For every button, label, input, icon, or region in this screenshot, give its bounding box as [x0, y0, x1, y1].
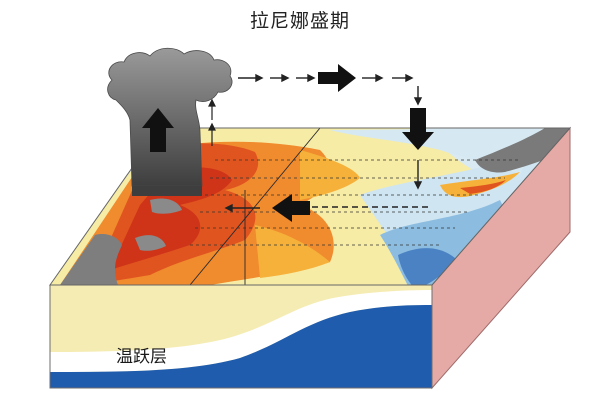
title: 拉尼娜盛期 [249, 10, 350, 32]
upper-flow-arrows [238, 73, 414, 83]
thermocline-label: 温跃层 [116, 347, 167, 367]
descending-bold-arrow [402, 108, 434, 150]
deep-cold-water [50, 305, 432, 388]
upper-flow-bold-arrow [318, 64, 356, 92]
trade-wind-small-arrow [224, 203, 260, 213]
trade-wind-bold-arrow [272, 194, 310, 222]
rising-bold-arrow [142, 108, 174, 152]
descending-dashed-arrow [413, 86, 423, 106]
convective-cloud [107, 47, 233, 196]
rising-dashed-arrows [208, 98, 216, 146]
descending-lower-dashed-arrow [413, 160, 423, 190]
thermocline-line [50, 290, 432, 372]
top-surface-outline [49, 127, 572, 286]
